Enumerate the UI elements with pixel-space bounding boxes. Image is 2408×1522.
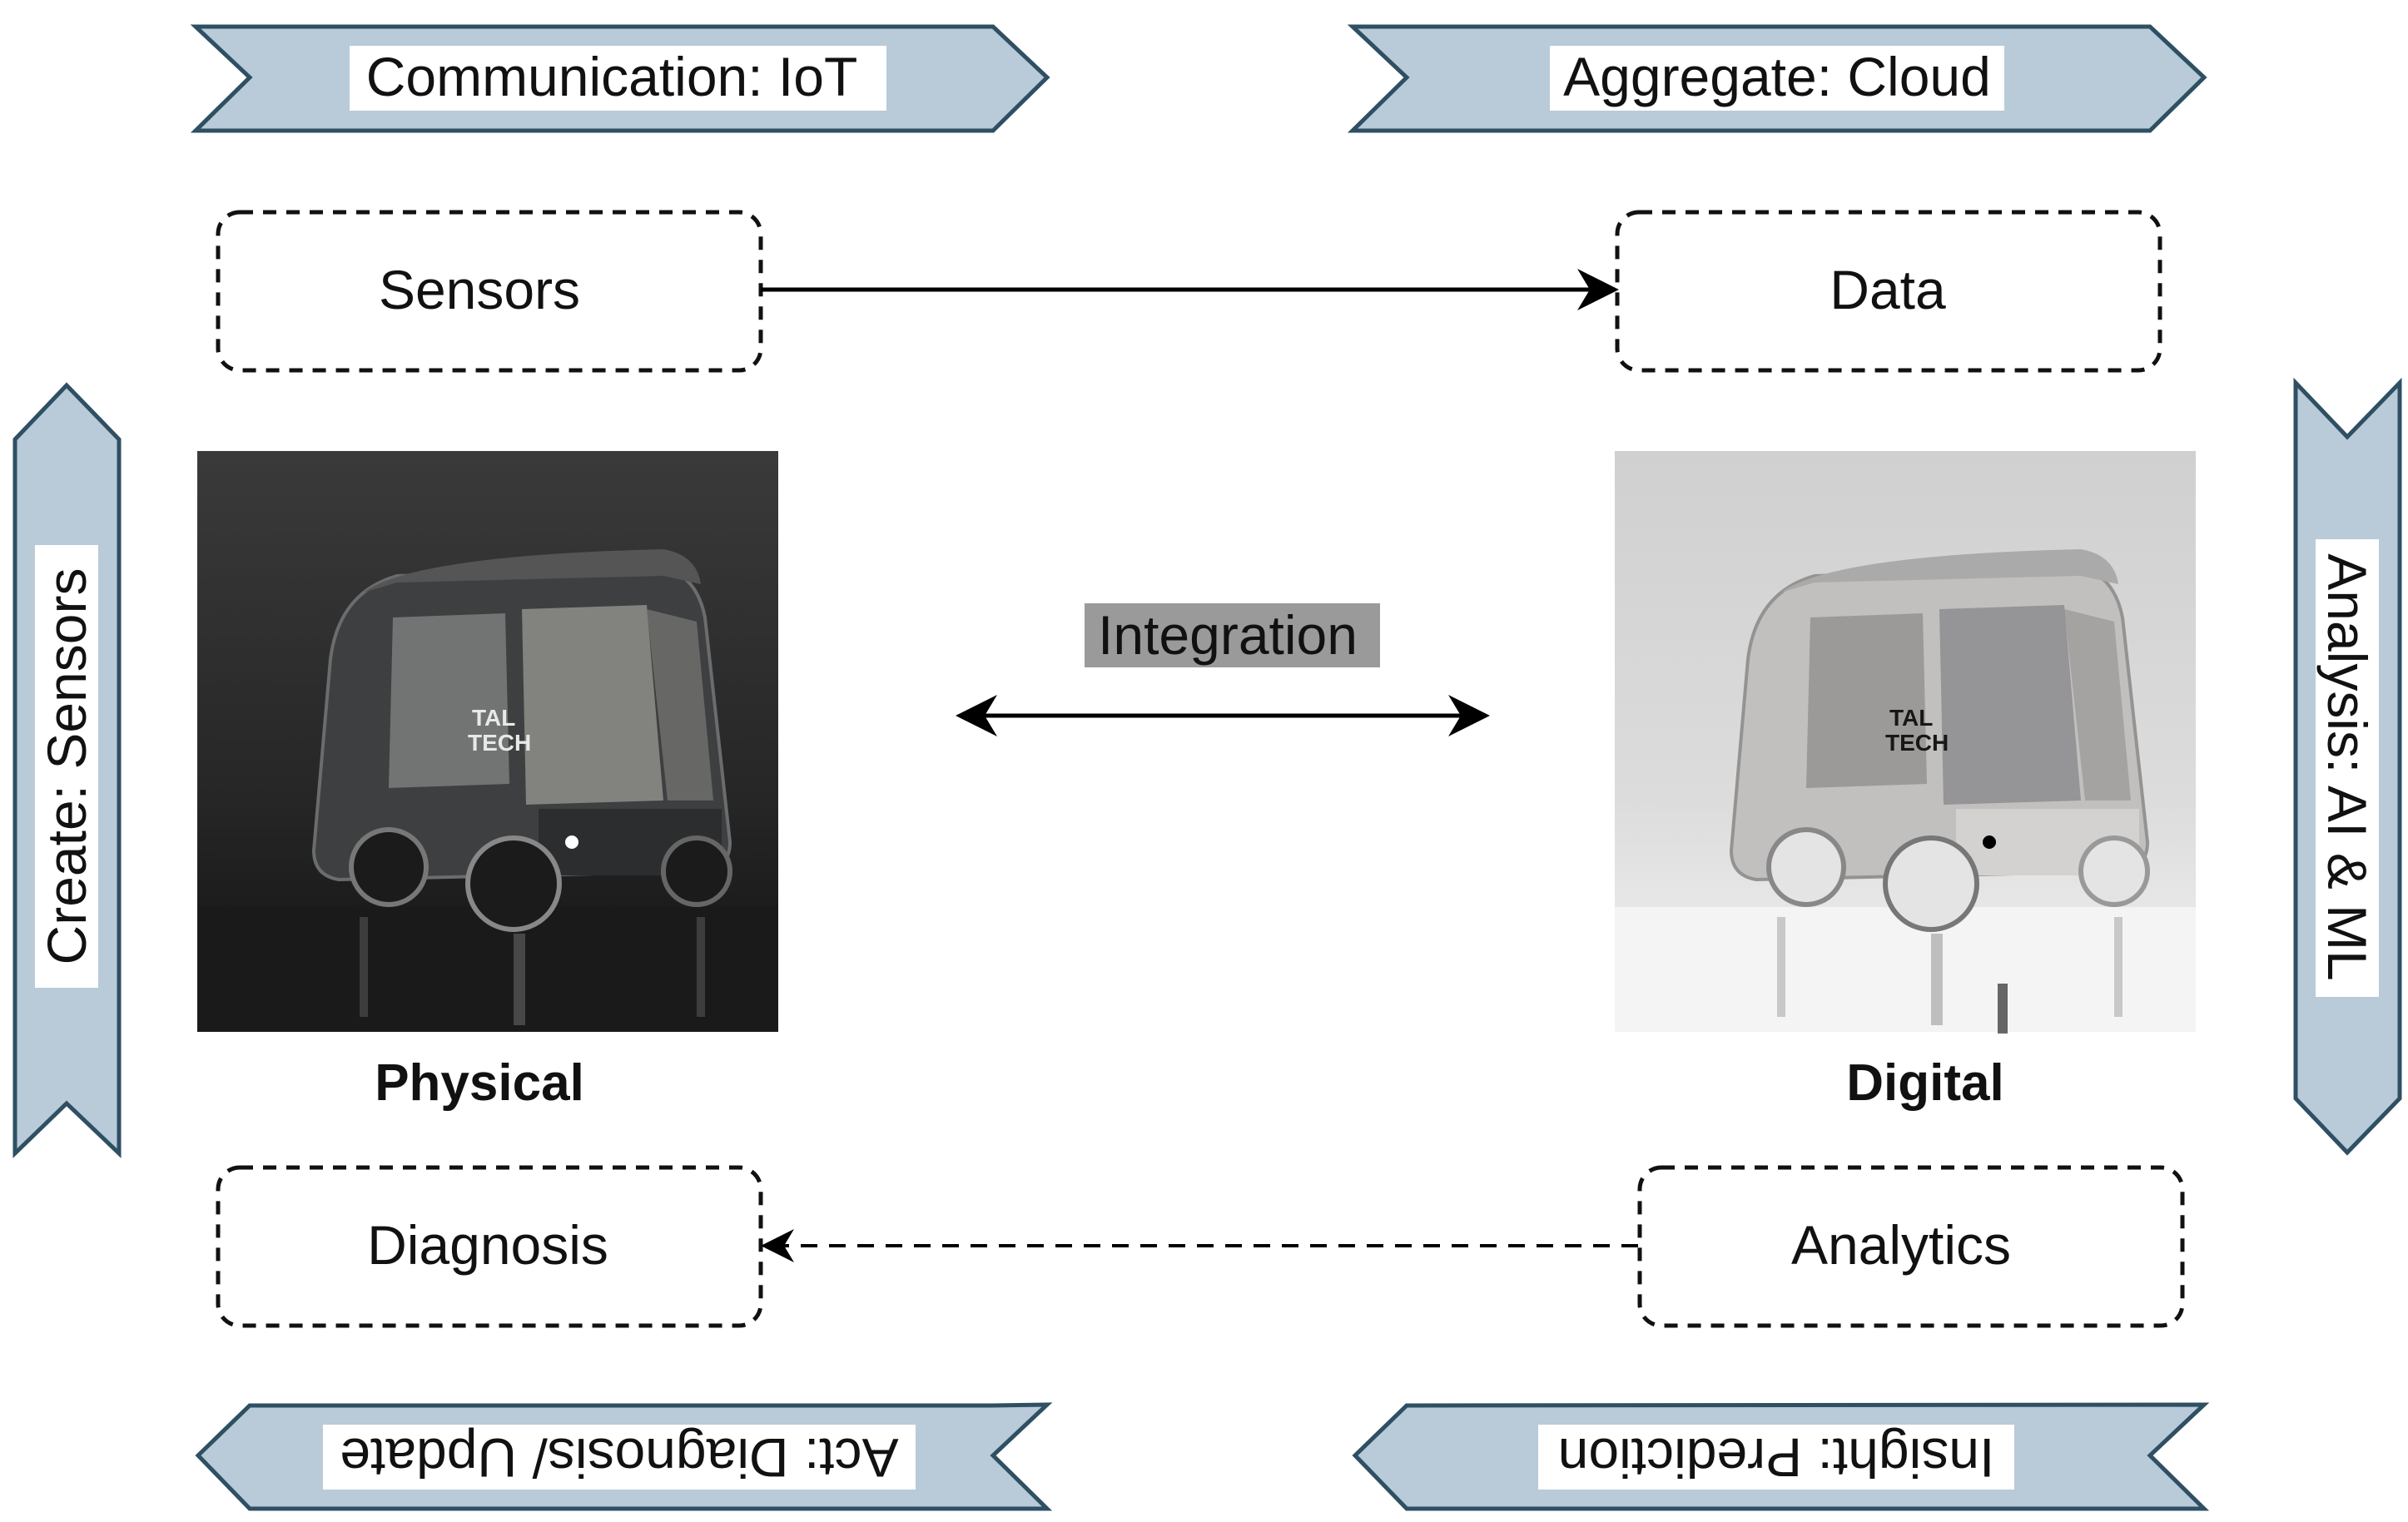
photo-physical-shuttle: TAL TECH	[197, 451, 778, 1032]
box-sensors: Sensors	[216, 210, 763, 373]
banner-create-label: Create: Sensors	[36, 568, 97, 965]
box-analytics: Analytics	[1637, 1165, 2185, 1328]
caption-physical: Physical	[375, 1054, 584, 1112]
banner-create-sensors: Create: Sensors	[12, 382, 122, 1158]
banner-aggregate-label: Aggregate: Cloud	[1563, 46, 1991, 107]
banner-insight-label: Insight: Prediction	[1558, 1427, 1995, 1489]
physical-brand-line1: TAL	[472, 705, 515, 731]
integration-label-group: Integration	[1085, 603, 1380, 667]
digital-brand-line1: TAL	[1889, 705, 1933, 731]
photo-digital-shuttle: TAL TECH	[1615, 451, 2196, 1034]
physical-brand-line2: TECH	[468, 730, 531, 756]
box-diagnosis-label: Diagnosis	[367, 1214, 608, 1276]
banner-analysis-ai-ml: Analysis: AI & ML	[2293, 377, 2402, 1156]
caption-digital: Digital	[1846, 1054, 2003, 1112]
banner-act-label: Act: Diagnosis/ Update	[340, 1427, 898, 1489]
box-data-label: Data	[1830, 259, 1946, 320]
digital-brand-line2: TECH	[1885, 730, 1949, 756]
banner-communication-label: Communication: IoT	[366, 46, 858, 107]
banner-analysis-label: Analysis: AI & ML	[2316, 553, 2378, 981]
banner-communication-iot: Communication: IoT	[190, 24, 1050, 133]
box-sensors-label: Sensors	[379, 259, 580, 320]
banner-insight-prediction: Insight: Prediction	[1352, 1402, 2210, 1511]
box-analytics-label: Analytics	[1791, 1214, 2011, 1276]
box-diagnosis: Diagnosis	[216, 1165, 763, 1328]
autonomous-shuttle-icon: TAL TECH	[311, 549, 732, 1025]
integration-label: Integration	[1098, 604, 1358, 666]
autonomous-shuttle-inverted-icon: TAL TECH	[1729, 549, 2150, 1034]
banner-aggregate-cloud: Aggregate: Cloud	[1347, 24, 2207, 133]
box-data: Data	[1615, 210, 2162, 373]
banner-act-diagnosis-update: Act: Diagnosis/ Update	[195, 1402, 1053, 1511]
